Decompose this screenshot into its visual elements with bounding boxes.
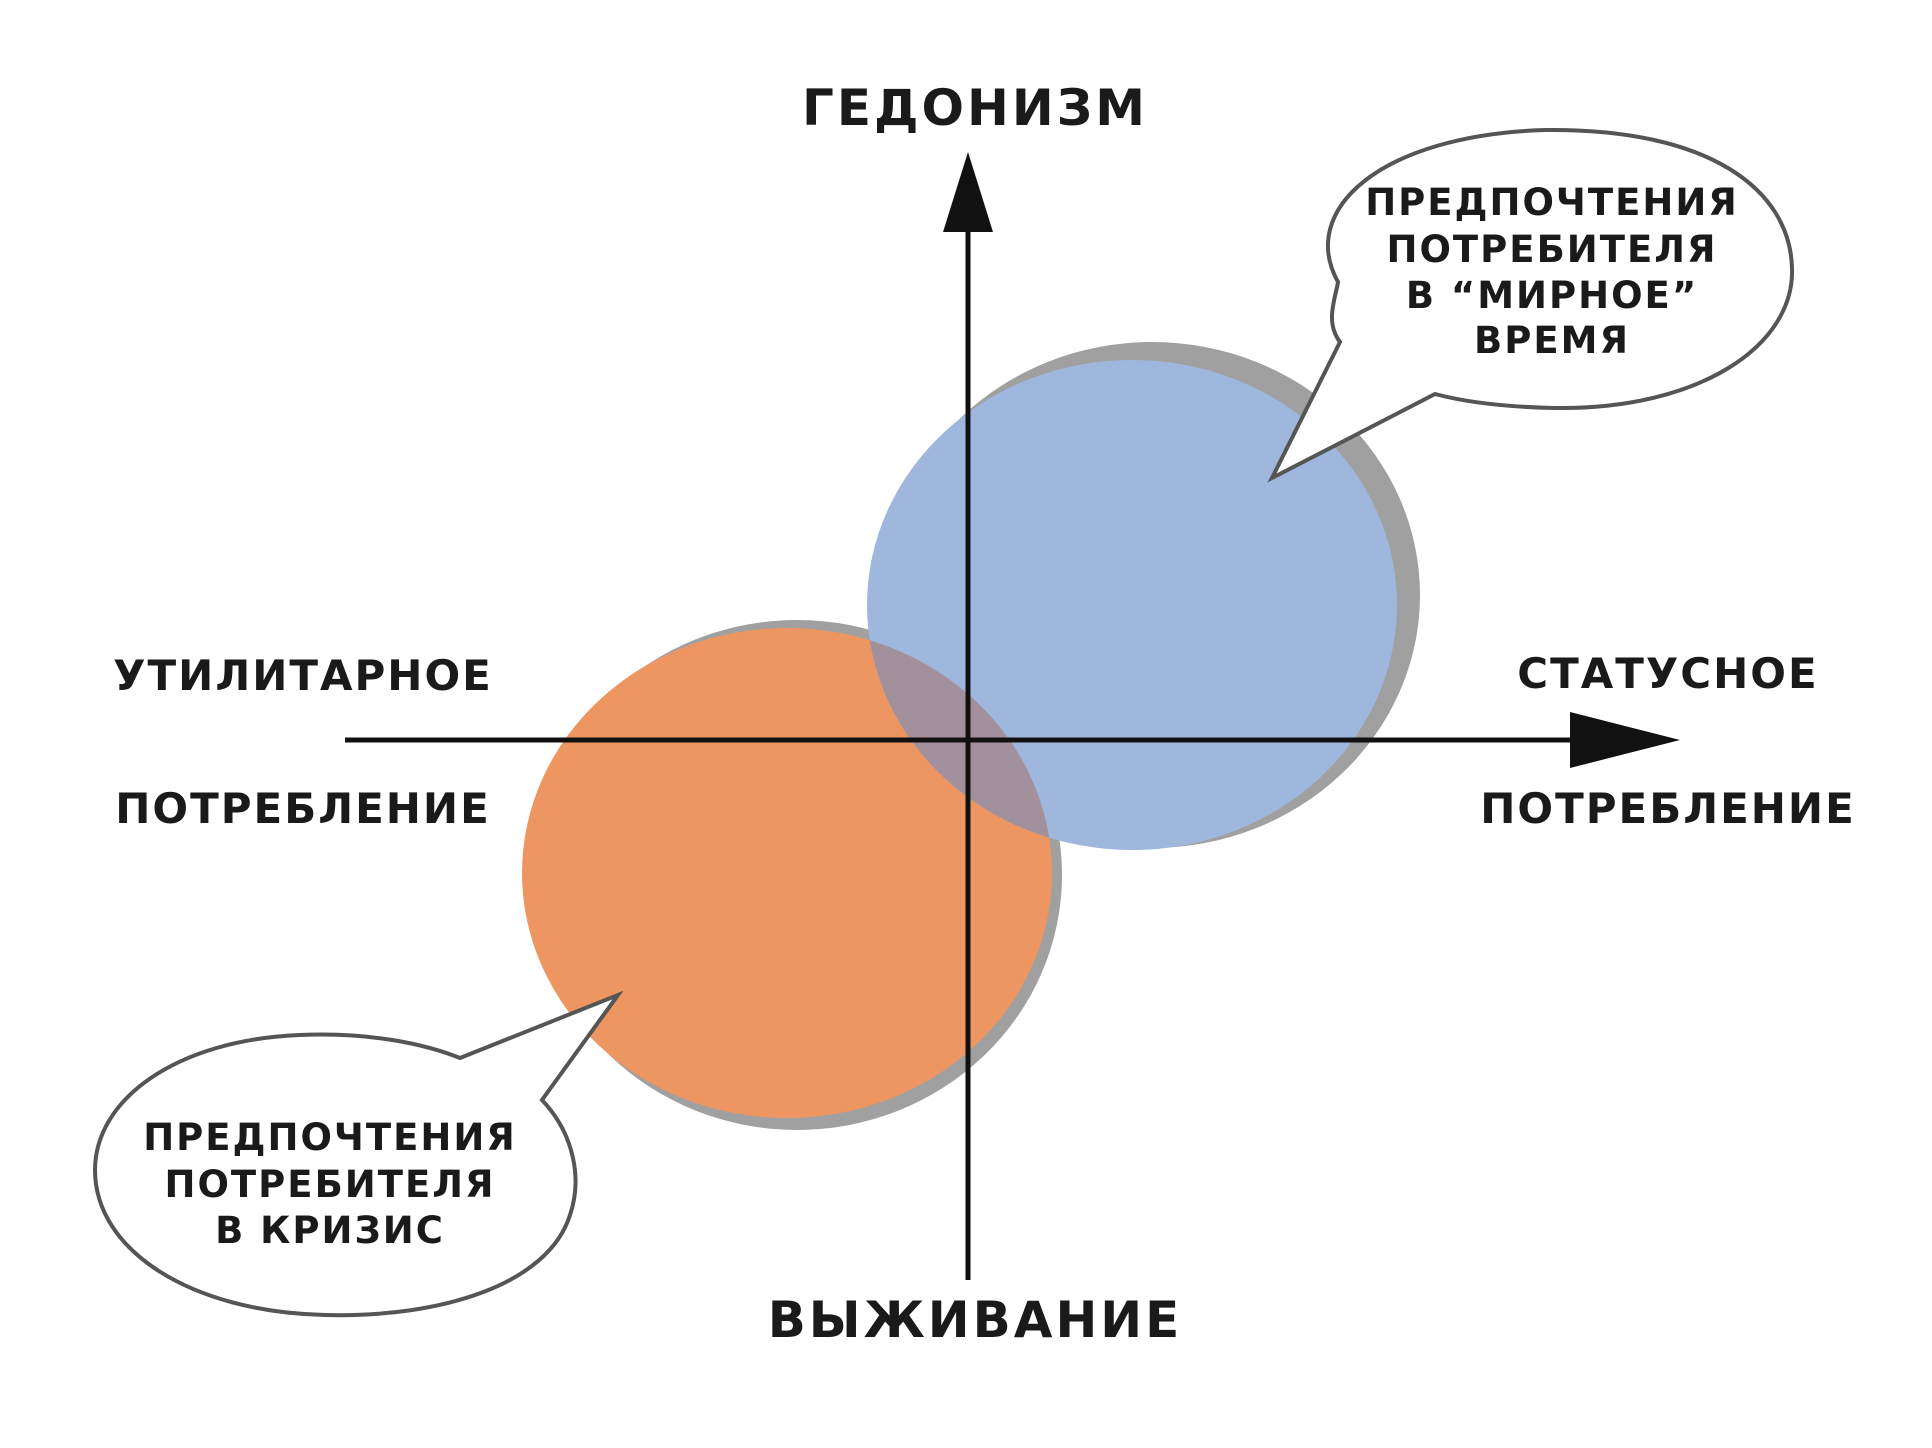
crisis-bubble-line-3: В КРИЗИС: [215, 1209, 445, 1252]
peacetime-bubble-line-3: В “МИРНОЕ”: [1406, 274, 1698, 317]
label-status-consumption: ПОТРЕБЛЕНИЕ: [1480, 784, 1856, 833]
axis-label-survival: ВЫЖИВАНИЕ: [768, 1291, 1183, 1349]
crisis-bubble-line-1: ПРЕДПОЧТЕНИЯ: [143, 1116, 517, 1159]
peacetime-bubble-line-4: ВРЕМЯ: [1474, 319, 1630, 362]
peacetime-speech-bubble: [1267, 127, 1795, 483]
label-utilitarian-consumption: ПОТРЕБЛЕНИЕ: [115, 784, 491, 833]
label-status: СТАТУСНОЕ: [1517, 649, 1818, 698]
peacetime-bubble-line-2: ПОТРЕБИТЕЛЯ: [1387, 228, 1718, 271]
vertical-axis-arrowhead: [943, 152, 993, 232]
overlap-region: [867, 628, 1052, 850]
horizontal-axis-arrowhead: [1570, 712, 1680, 768]
crisis-bubble-line-2: ПОТРЕБИТЕЛЯ: [165, 1163, 496, 1206]
axis-label-hedonism: ГЕДОНИЗМ: [802, 79, 1148, 137]
label-utilitarian: УТИЛИТАРНОЕ: [113, 651, 493, 700]
crisis-speech-bubble-body: [92, 990, 624, 1318]
peacetime-bubble-line-1: ПРЕДПОЧТЕНИЯ: [1365, 181, 1739, 224]
